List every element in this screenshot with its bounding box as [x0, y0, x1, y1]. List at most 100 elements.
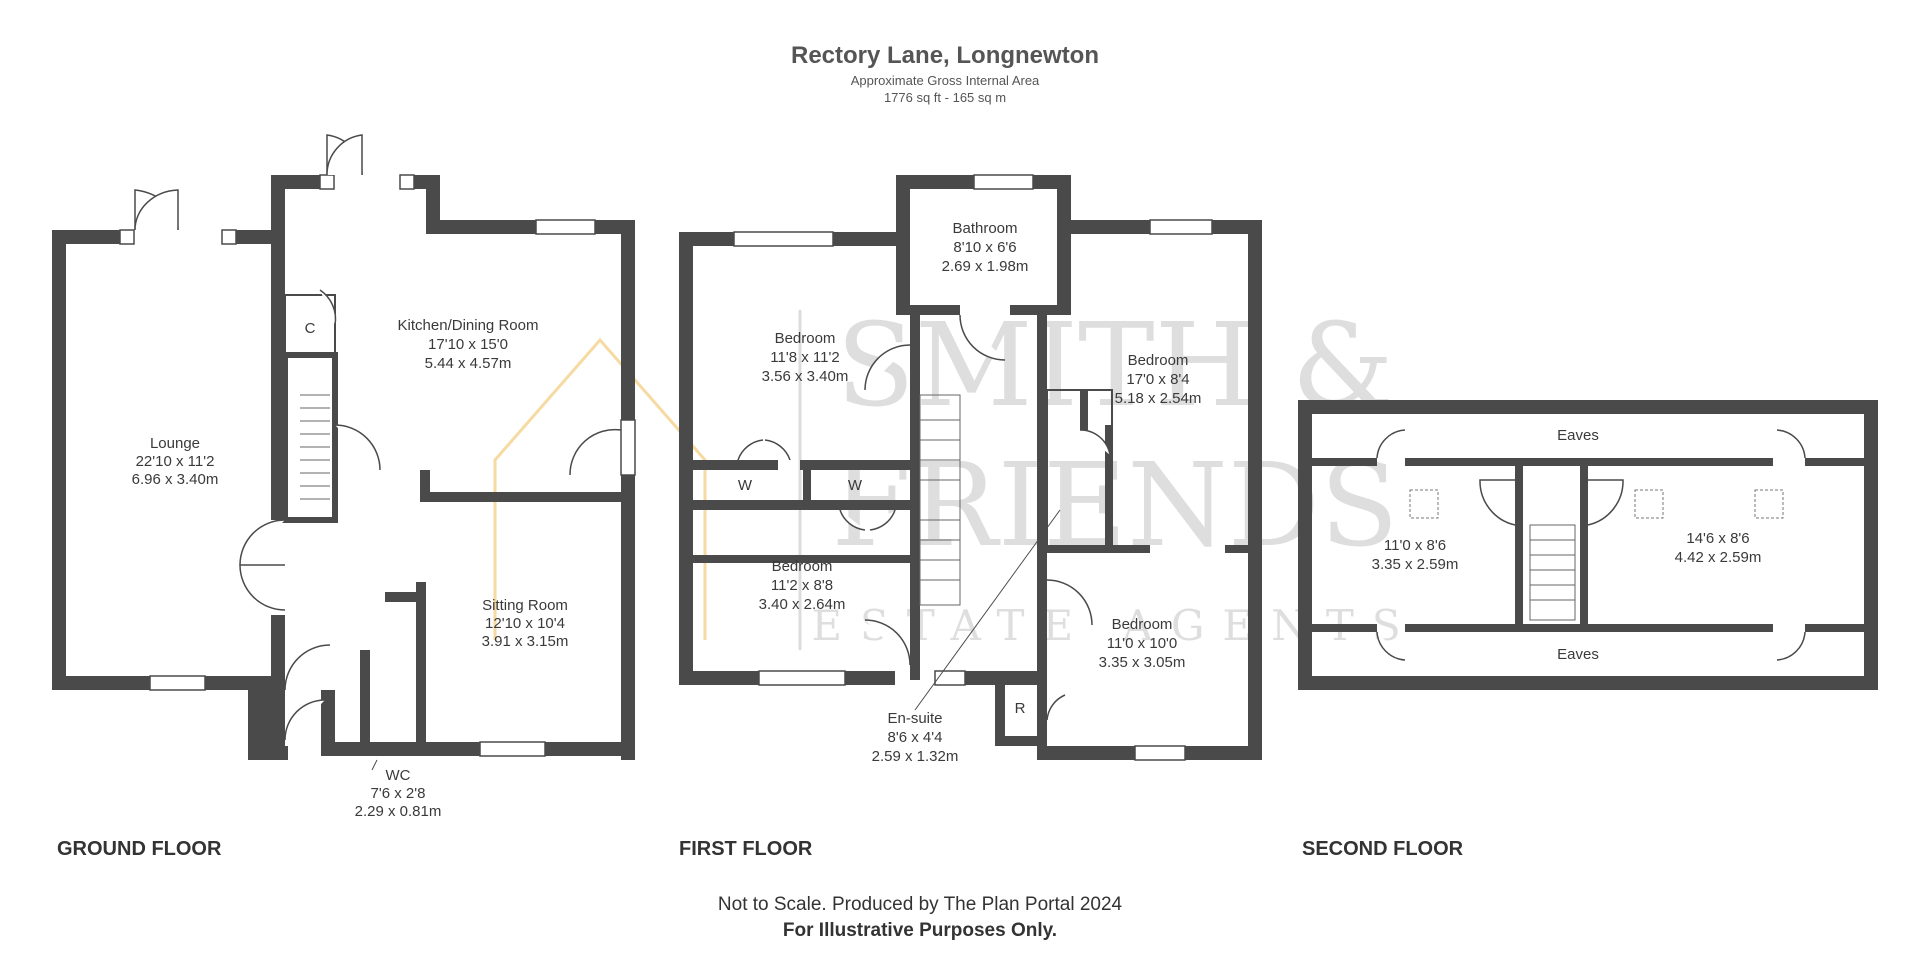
door-icon	[569, 428, 622, 476]
door-icon	[284, 699, 326, 741]
store-label: R	[1015, 700, 1026, 717]
wall	[420, 492, 635, 502]
wall	[420, 470, 430, 498]
window	[733, 231, 834, 247]
wall	[1805, 624, 1864, 632]
window	[479, 741, 546, 757]
door-icon	[239, 564, 286, 611]
plan-area: 1776 sq ft - 165 sq m	[884, 90, 1006, 105]
wall	[995, 671, 1005, 746]
room-name: Bedroom	[1112, 616, 1173, 633]
wall	[360, 650, 370, 746]
room-bedroom-3: Bedroom 11'2 x 8'8 3.40 x 2.64m	[759, 558, 846, 613]
room-name: Bathroom	[952, 220, 1017, 237]
wall	[910, 315, 920, 680]
wall	[1057, 175, 1071, 315]
wall	[1185, 746, 1262, 760]
second-floor-plan: Eaves Eaves 11'0 x 8'6 3.35 x 2.59m 14'6…	[1298, 400, 1878, 860]
room-imperial: 22'10 x 11'2	[136, 453, 215, 470]
staircase	[919, 394, 961, 606]
room-name: En-suite	[887, 710, 942, 727]
wall	[693, 460, 778, 470]
wall	[896, 175, 974, 189]
room-imperial: 8'10 x 6'6	[953, 239, 1016, 256]
french-door-icon	[134, 189, 179, 231]
first-floor-label: FIRST FLOOR	[679, 838, 813, 860]
wall	[693, 500, 910, 510]
door-icon	[1376, 429, 1406, 459]
room-imperial: 11'0 x 8'6	[1384, 537, 1446, 554]
room-metric: 6.96 x 3.40m	[132, 471, 219, 488]
window	[1134, 745, 1186, 761]
wall	[679, 671, 759, 685]
wall	[271, 230, 285, 520]
second-floor-label: SECOND FLOOR	[1302, 838, 1464, 860]
door-icon	[1776, 631, 1806, 661]
room-loft-1: 11'0 x 8'6 3.35 x 2.59m	[1372, 537, 1459, 573]
door-icon	[1046, 694, 1066, 721]
footer-line2: For Illustrative Purposes Only.	[783, 920, 1057, 941]
wall	[1312, 624, 1377, 632]
wall	[271, 175, 285, 245]
first-floor-plan: Bathroom 8'10 x 6'6 2.69 x 1.98m Bedroom…	[679, 174, 1262, 860]
wall	[1298, 400, 1312, 690]
room-sitting: Sitting Room 12'10 x 10'4 3.91 x 3.15m	[482, 597, 569, 650]
wall	[1057, 220, 1150, 234]
door-icon	[869, 509, 896, 531]
wall	[621, 475, 635, 760]
room-bathroom: Bathroom 8'10 x 6'6 2.69 x 1.98m	[942, 220, 1029, 275]
room-name: Bedroom	[775, 330, 836, 347]
wall	[1037, 315, 1047, 760]
wall	[416, 582, 426, 756]
room-name: Sitting Room	[482, 597, 568, 614]
room-bedroom-2: Bedroom 17'0 x 8'4 5.18 x 2.54m	[1115, 352, 1202, 407]
room-name: WC	[386, 767, 411, 784]
door-icon	[1479, 479, 1516, 526]
wall	[1805, 458, 1864, 466]
wall	[52, 230, 122, 244]
door-icon	[737, 439, 764, 461]
skylight-icon	[1754, 489, 1784, 519]
room-metric: 4.42 x 2.59m	[1675, 549, 1762, 566]
room-imperial: 8'6 x 4'4	[888, 729, 943, 746]
plan-subtitle: Approximate Gross Internal Area	[851, 73, 1040, 88]
wall	[1405, 624, 1773, 632]
room-name: Kitchen/Dining Room	[398, 317, 539, 334]
door-icon	[319, 289, 337, 326]
room-imperial: 7'6 x 2'8	[371, 785, 426, 802]
skylight-icon	[1634, 489, 1664, 519]
plan-title: Rectory Lane, Longnewton	[791, 42, 1099, 69]
room-metric: 5.44 x 4.57m	[425, 355, 512, 372]
door-icon	[1587, 479, 1624, 526]
staircase	[300, 394, 330, 500]
ground-floor-label: GROUND FLOOR	[57, 838, 222, 860]
wall	[803, 460, 811, 510]
room-metric: 2.69 x 1.98m	[942, 258, 1029, 275]
wall	[679, 232, 734, 246]
stair-wall	[282, 352, 338, 523]
room-imperial: 17'10 x 15'0	[428, 336, 508, 353]
window	[149, 675, 206, 691]
wall	[426, 220, 536, 234]
wall	[1248, 220, 1262, 760]
room-imperial: 11'8 x 11'2	[770, 349, 839, 366]
wall	[1312, 458, 1377, 466]
wall	[910, 305, 960, 315]
wall	[679, 232, 693, 685]
wall	[1040, 545, 1150, 553]
wall	[271, 175, 323, 189]
window	[620, 419, 636, 476]
wall	[385, 592, 425, 602]
door-icon	[334, 424, 381, 471]
wall	[1580, 466, 1588, 626]
room-bedroom-4: Bedroom 11'0 x 10'0 3.35 x 3.05m	[1099, 616, 1186, 671]
wall	[845, 671, 895, 685]
door-icon	[284, 644, 331, 691]
wall	[1010, 305, 1070, 315]
wall	[693, 555, 910, 563]
window	[535, 219, 596, 235]
room-metric: 2.59 x 1.32m	[872, 748, 959, 765]
eaves-label: Eaves	[1557, 427, 1599, 444]
door-icon	[764, 439, 791, 461]
